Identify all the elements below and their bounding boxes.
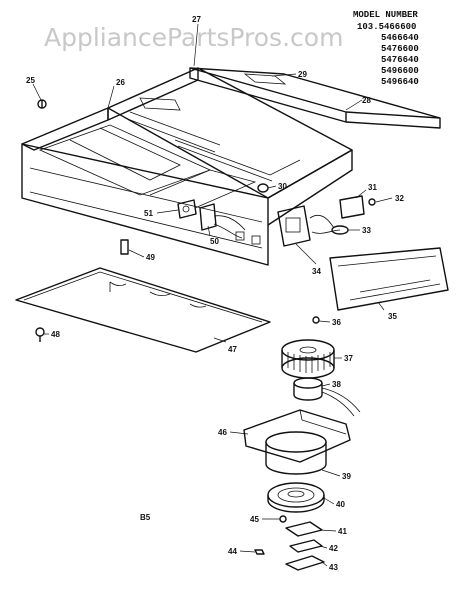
- callout-31: 31: [368, 183, 377, 192]
- callout-51: 51: [144, 209, 153, 218]
- callout-43: 43: [329, 563, 338, 572]
- callout-32: 32: [395, 194, 404, 203]
- model-number-5: 5496600: [381, 66, 419, 76]
- callout-41: 41: [338, 527, 347, 536]
- leader-lines: [32, 23, 393, 567]
- callout-25: 25: [26, 76, 35, 85]
- callout-47: 47: [228, 345, 237, 354]
- callout-26: 26: [116, 78, 125, 87]
- callout-39: 39: [342, 472, 351, 481]
- callout-34: 34: [312, 267, 321, 276]
- callout-44: 44: [228, 547, 237, 556]
- callout-40: 40: [336, 500, 345, 509]
- model-number-2: 5466640: [381, 33, 419, 43]
- callout-49: 49: [146, 253, 155, 262]
- model-number-1: 103.5466600: [357, 22, 416, 32]
- callout-27: 27: [192, 15, 201, 24]
- callout-numbers: 25 26 27 28 29 30 31 32 33 34 35 36 37 3…: [26, 15, 404, 572]
- callout-48: 48: [51, 330, 60, 339]
- callout-29: 29: [298, 70, 307, 79]
- model-heading: MODEL NUMBER: [353, 10, 418, 20]
- fastener-screws: [35, 99, 320, 342]
- callout-45: 45: [250, 515, 259, 524]
- fan-guard: [267, 482, 325, 513]
- bottom-panel: [15, 267, 271, 353]
- model-number-block: MODEL NUMBER 103.5466600 5466640 5476600…: [353, 10, 419, 87]
- hood-housing: [21, 67, 353, 266]
- filter-panel: [329, 247, 449, 311]
- blower-housing: [243, 409, 351, 475]
- fan-motor: [293, 377, 361, 417]
- switch-and-light-parts: [120, 183, 376, 255]
- watermark-text: AppliancePartsPros.com: [44, 23, 343, 52]
- callout-42: 42: [329, 544, 338, 553]
- callout-36: 36: [332, 318, 341, 327]
- model-number-3: 5476600: [381, 44, 419, 54]
- callout-33: 33: [362, 226, 371, 235]
- rear-damper-strip: [139, 67, 441, 129]
- callout-46: 46: [218, 428, 227, 437]
- callout-28: 28: [362, 96, 371, 105]
- blower-wheel: [281, 339, 335, 379]
- callout-38: 38: [332, 380, 341, 389]
- light-lens-parts: [254, 515, 325, 571]
- callout-35: 35: [388, 312, 397, 321]
- callout-30: 30: [278, 182, 287, 191]
- model-number-6: 5496640: [381, 77, 419, 87]
- model-number-4: 5476640: [381, 55, 419, 65]
- figure-code: B5: [140, 513, 151, 522]
- callout-37: 37: [344, 354, 353, 363]
- callout-50: 50: [210, 237, 219, 246]
